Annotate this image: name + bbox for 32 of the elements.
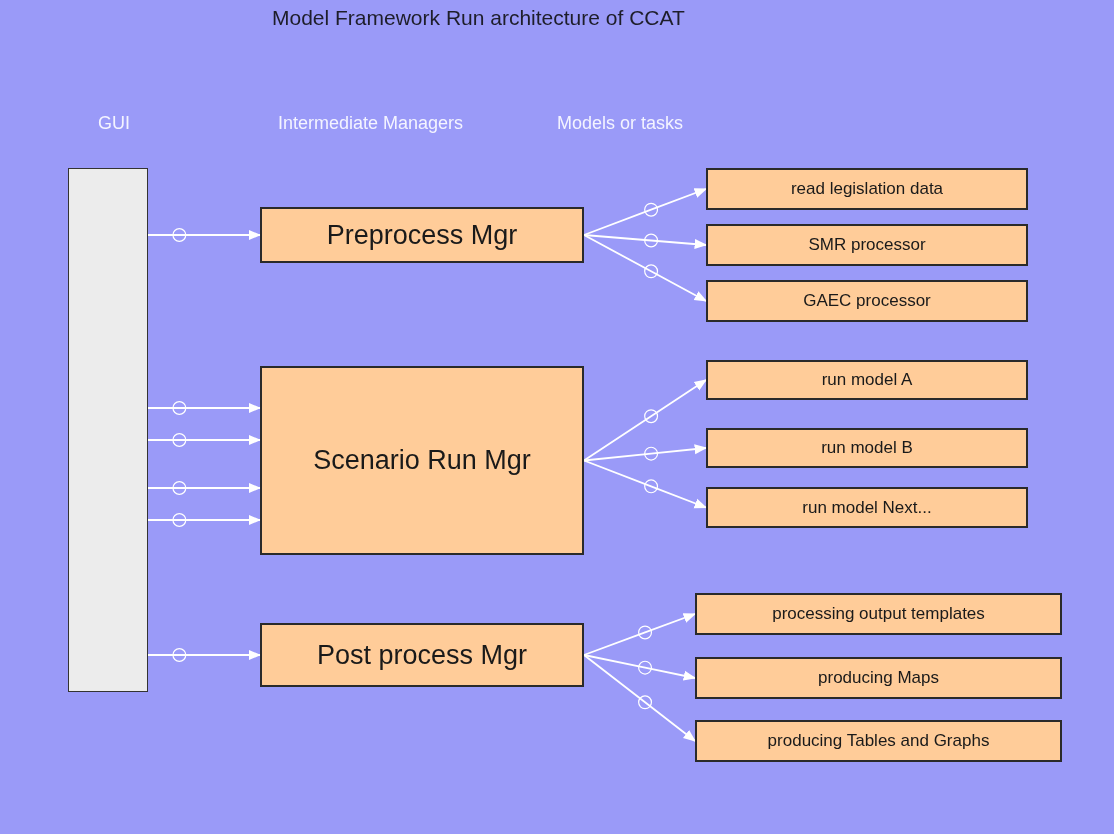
arrow xyxy=(147,401,261,415)
task-box: run model B xyxy=(706,428,1028,468)
task-box: run model A xyxy=(706,360,1028,400)
task-box: run model Next... xyxy=(706,487,1028,528)
task-box: processing output templates xyxy=(695,593,1062,635)
arrow xyxy=(583,613,696,656)
arrow xyxy=(147,513,261,527)
task-box: producing Tables and Graphs xyxy=(695,720,1062,762)
arrow xyxy=(583,444,707,462)
column-heading: GUI xyxy=(98,113,130,134)
task-box: producing Maps xyxy=(695,657,1062,699)
task-box: SMR processor xyxy=(706,224,1028,266)
task-box: read legislation data xyxy=(706,168,1028,210)
arrow xyxy=(583,654,696,742)
manager-box: Preprocess Mgr xyxy=(260,207,584,263)
manager-box: Post process Mgr xyxy=(260,623,584,687)
arrow xyxy=(147,228,261,242)
arrow xyxy=(583,459,707,509)
diagram-title: Model Framework Run architecture of CCAT xyxy=(272,6,685,30)
arrow xyxy=(583,654,696,681)
arrow xyxy=(583,188,707,236)
arrow xyxy=(147,433,261,447)
task-box: GAEC processor xyxy=(706,280,1028,322)
arrow xyxy=(583,379,707,462)
arrow xyxy=(147,648,261,662)
arrow xyxy=(147,481,261,495)
gui-panel xyxy=(68,168,148,692)
arrow xyxy=(583,233,707,249)
column-heading: Models or tasks xyxy=(557,113,684,134)
column-heading: Intermediate Managers xyxy=(278,113,464,134)
manager-box: Scenario Run Mgr xyxy=(260,366,584,555)
arrow xyxy=(583,234,707,302)
